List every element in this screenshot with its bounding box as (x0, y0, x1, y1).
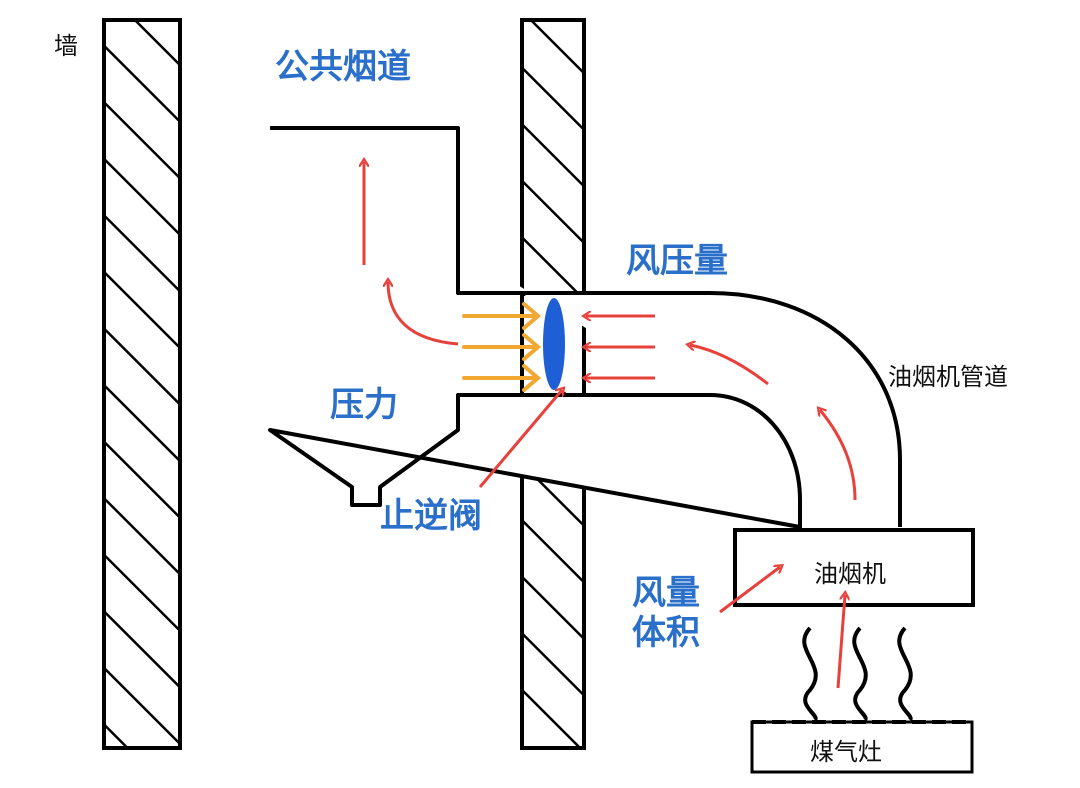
red-arrows (364, 162, 857, 689)
label-range-hood: 油烟机 (814, 560, 886, 588)
heat-wave-1 (802, 626, 818, 722)
arrow-bend-1 (690, 345, 769, 386)
arrow-bend-2 (820, 410, 857, 501)
label-air-volume-2: 体积 (632, 613, 700, 653)
label-pressure: 压力 (330, 385, 398, 425)
heat-wave-3 (897, 626, 913, 722)
label-wall: 墙 (54, 32, 78, 60)
label-gas-stove: 煤气灶 (810, 738, 882, 766)
label-range-hood-duct: 油烟机管道 (888, 363, 1008, 391)
arrow-curve-left (388, 282, 459, 346)
label-air-volume-1: 风量 (632, 573, 700, 613)
gas-stove-box (750, 720, 974, 774)
public-flue-outline (268, 126, 902, 529)
orange-arrows (462, 302, 542, 392)
label-wind-pressure: 风压量 (626, 241, 728, 281)
heat-wave-2 (852, 626, 868, 722)
label-public-flue: 公共烟道 (275, 47, 411, 87)
label-check-valve: 止逆阀 (380, 496, 482, 536)
left-wall (102, 18, 182, 750)
arrow-valve-pointer (478, 390, 562, 488)
check-valve (543, 298, 565, 390)
arrow-air-volume-pointer (719, 567, 780, 614)
arrow-stove-up (836, 595, 845, 689)
